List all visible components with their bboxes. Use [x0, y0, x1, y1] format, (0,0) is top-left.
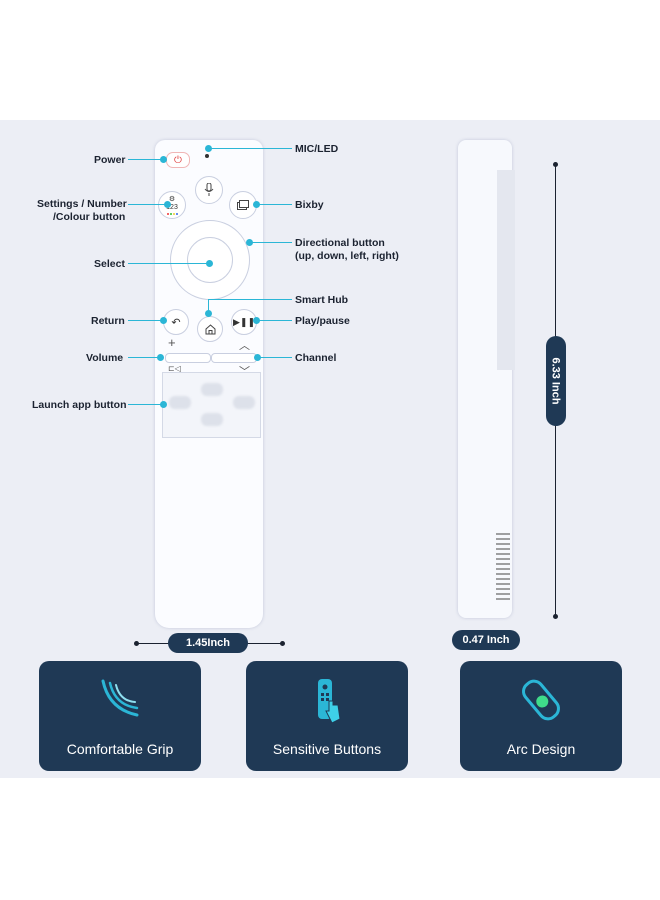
multiview-icon: [237, 200, 249, 210]
mic-led-label: MIC/LED: [295, 143, 339, 155]
power-dot: [160, 156, 167, 163]
thickness-pill: 0.47 Inch: [452, 630, 520, 650]
grip-arc-icon: [101, 679, 139, 717]
select-leader: [128, 263, 212, 264]
length-top-point: [553, 162, 558, 167]
side-label-sticker: [496, 530, 510, 600]
bixby-leader: [256, 204, 292, 205]
volume-label: Volume: [86, 352, 124, 364]
mic-led-leader: [208, 148, 292, 149]
microphone-button: [195, 176, 223, 204]
thickness-text: 0.47 Inch: [462, 634, 510, 646]
settings-number-colour-button: ⚙ 123: [158, 191, 186, 219]
return-label: Return: [91, 315, 125, 327]
app-button-2: [201, 383, 223, 396]
channel-up-icon: ︿: [239, 340, 250, 352]
width-left-point: [134, 641, 139, 646]
directional-label-line2: (up, down, left, right): [295, 250, 399, 262]
launch-app-label: Launch app button: [32, 399, 127, 411]
side-panel-inset: [497, 170, 515, 370]
feature-card-arc-design: Arc Design: [460, 661, 622, 771]
smart-hub-button: [197, 316, 223, 342]
directional-dot: [246, 239, 253, 246]
mic-led-indicator: [205, 154, 209, 158]
settings-label-line1: Settings / Number: [37, 198, 127, 210]
return-leader: [128, 320, 164, 321]
length-text: 6.33 Inch: [550, 357, 563, 405]
return-dot: [160, 317, 167, 324]
volume-dot: [157, 354, 164, 361]
feature-label-comfortable-grip: Comfortable Grip: [66, 741, 174, 757]
app-button-3: [233, 396, 255, 409]
directional-label-line1: Directional button: [295, 237, 385, 249]
launch-app-leader: [128, 404, 164, 405]
mic-led-dot: [205, 145, 212, 152]
width-right-point: [280, 641, 285, 646]
settings-dot: [164, 201, 171, 208]
select-dot: [206, 260, 213, 267]
settings-leader: [128, 204, 168, 205]
smart-hub-leader-h: [208, 299, 292, 300]
return-icon: ↶: [171, 316, 181, 329]
volume-plus-icon: +: [168, 335, 176, 350]
width-pill: 1.45Inch: [168, 633, 248, 653]
volume-leader: [128, 357, 162, 358]
play-pause-label: Play/pause: [295, 315, 350, 327]
width-text: 1.45Inch: [185, 637, 231, 649]
length-pill: 6.33 Inch: [546, 336, 566, 426]
play-pause-leader: [256, 320, 292, 321]
launch-app-dot: [160, 401, 167, 408]
channel-rocker: [211, 353, 257, 363]
remote-tap-icon: [318, 679, 341, 724]
power-leader: [128, 159, 166, 160]
feature-label-arc-design: Arc Design: [506, 741, 576, 757]
volume-rocker: [165, 353, 211, 363]
play-pause-icon: ▶❚❚: [232, 316, 255, 327]
settings-label-line2: /Colour button: [53, 211, 126, 223]
home-icon: [205, 323, 215, 334]
power-label: Power: [94, 154, 126, 166]
app-button-4: [201, 413, 223, 426]
arc-remote-icon: [522, 679, 560, 721]
colour-dots: [166, 212, 178, 215]
smart-hub-leader-v: [208, 299, 209, 313]
mute-icon: ⊏◁: [168, 364, 181, 373]
channel-leader: [258, 357, 292, 358]
feature-card-comfortable-grip: Comfortable Grip: [39, 661, 201, 771]
settings-number-text: 123: [166, 203, 178, 211]
channel-label: Channel: [295, 352, 337, 364]
channel-dot: [254, 354, 261, 361]
gear-icon: ⚙: [168, 195, 176, 203]
length-bottom-point: [553, 614, 558, 619]
select-label: Select: [94, 258, 125, 270]
play-pause-button: ▶❚❚: [231, 309, 257, 335]
directional-leader: [250, 242, 292, 243]
bixby-dot: [253, 201, 260, 208]
smart-hub-label: Smart Hub: [295, 294, 349, 306]
feature-label-sensitive-buttons: Sensitive Buttons: [272, 741, 382, 757]
bixby-label: Bixby: [295, 199, 324, 211]
app-button-1: [169, 396, 191, 409]
feature-card-sensitive-buttons: Sensitive Buttons: [246, 661, 408, 771]
remote-front-view: ⏻ ⚙ 123 ↶ ▶❚❚ + ︿ ⊏◁ ﹀: [155, 140, 263, 628]
return-button: ↶: [163, 309, 189, 335]
play-pause-dot: [253, 317, 260, 324]
launch-app-area: [162, 372, 261, 438]
power-button: ⏻: [166, 152, 190, 168]
smart-hub-dot: [205, 310, 212, 317]
bixby-button: [229, 191, 257, 219]
microphone-icon: [204, 183, 214, 196]
